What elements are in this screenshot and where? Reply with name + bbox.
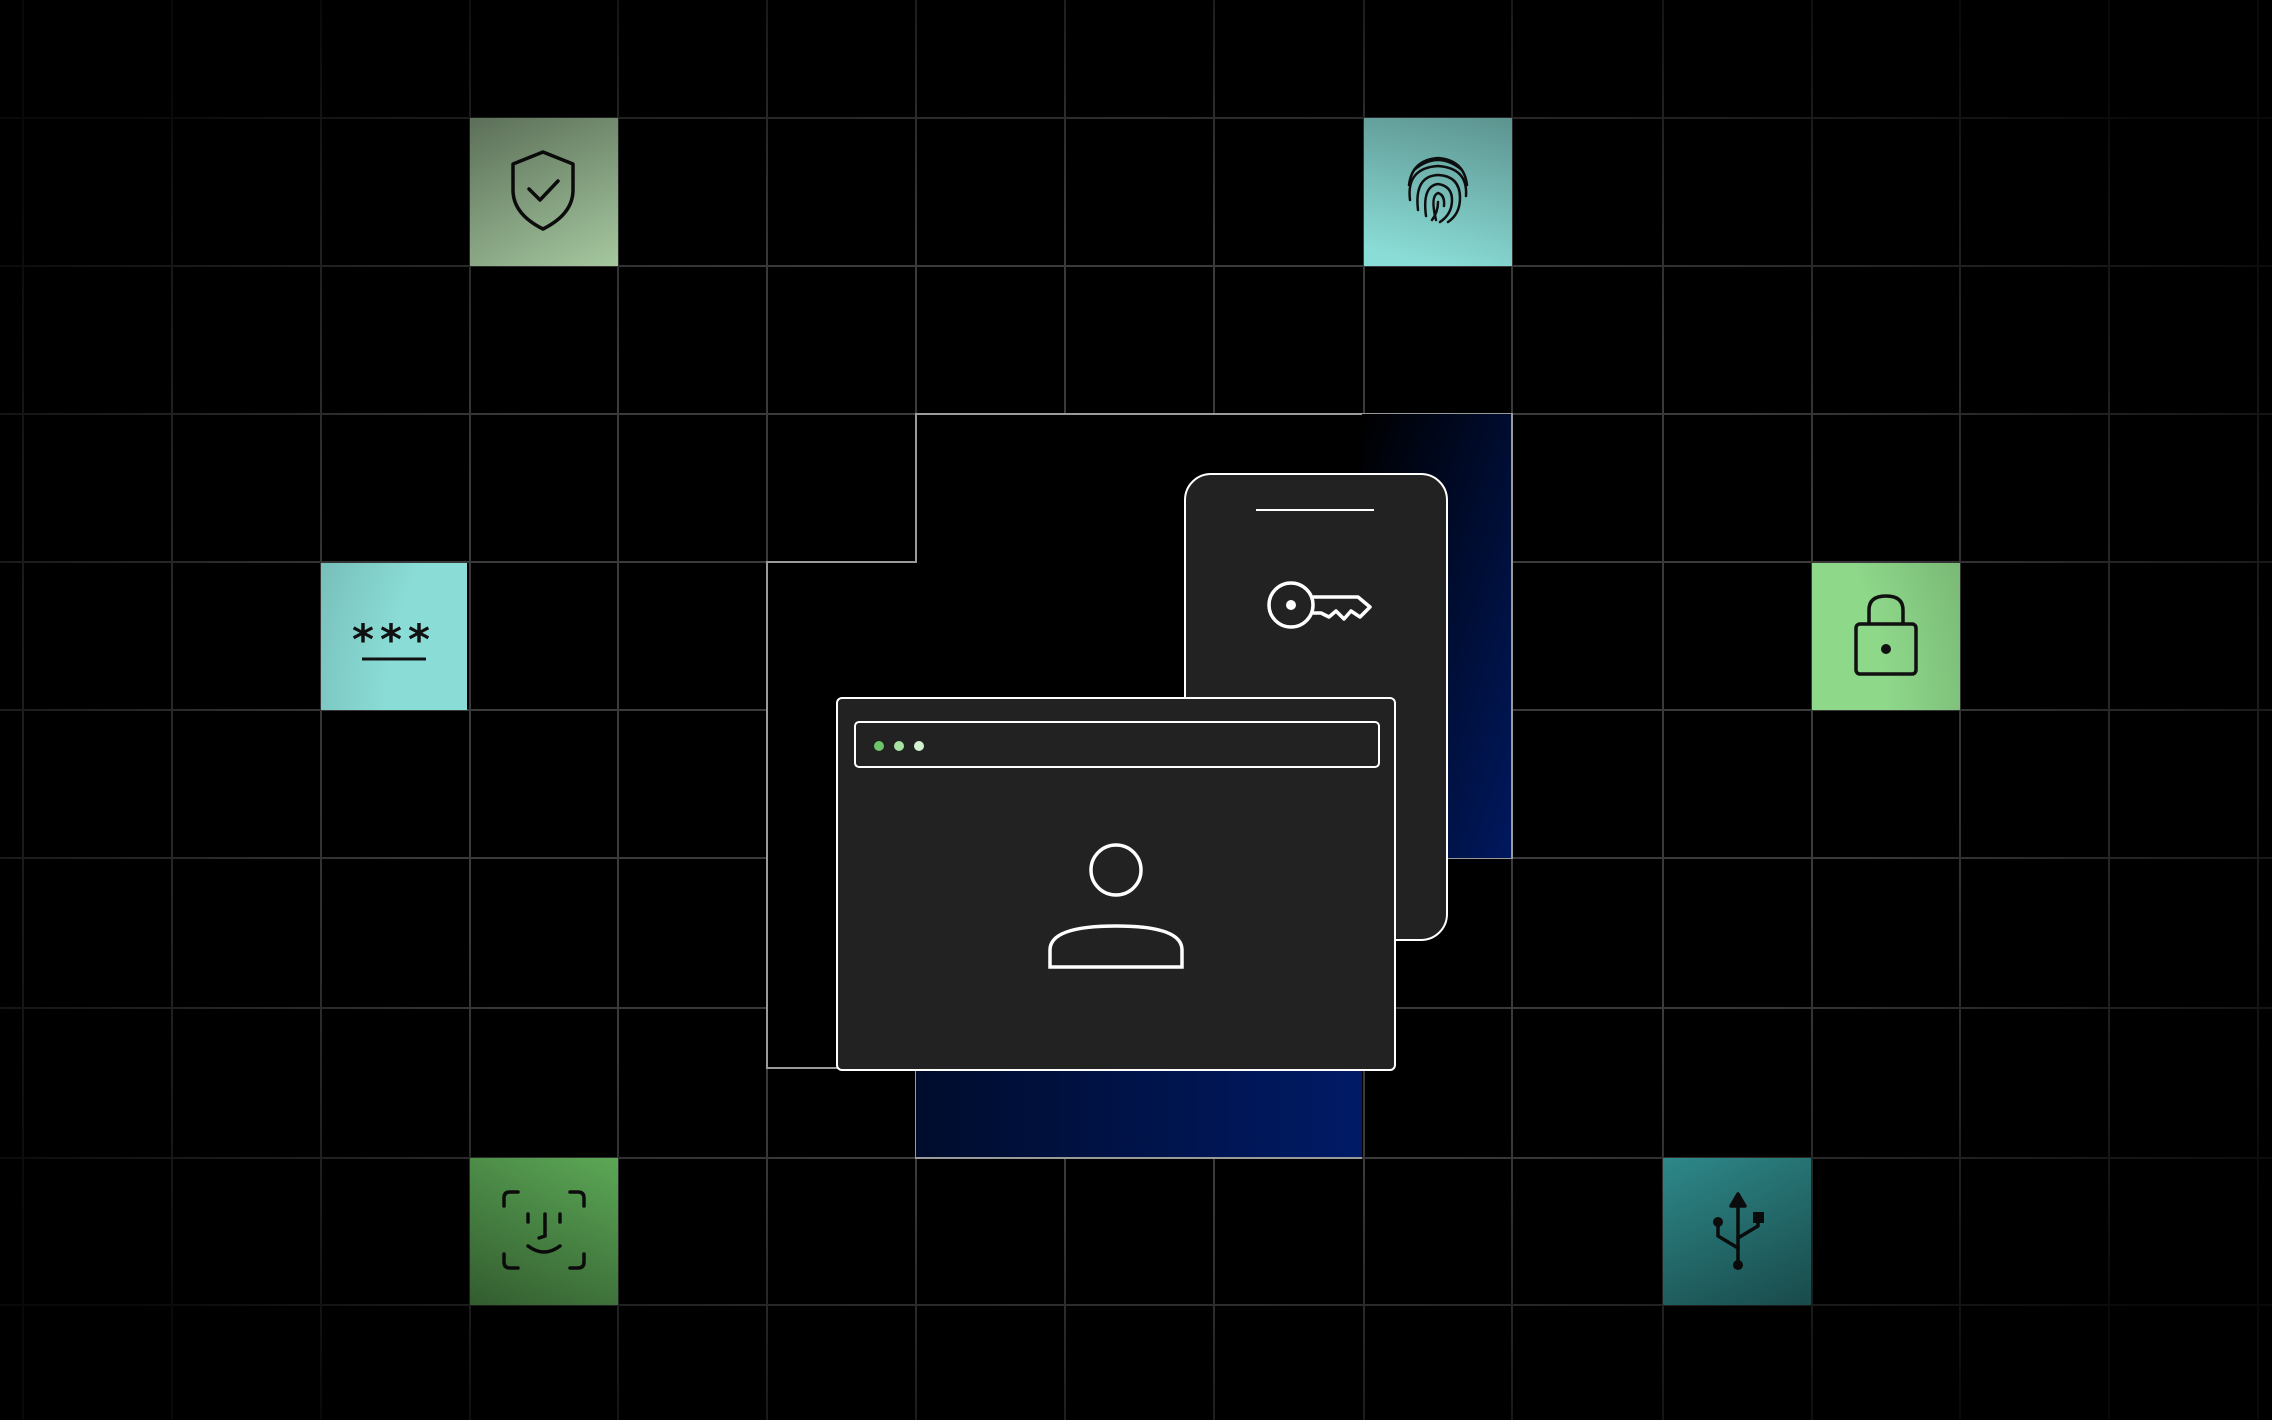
lock-tile xyxy=(1812,563,1960,710)
window-dot-3 xyxy=(914,741,924,751)
fingerprint-tile xyxy=(1364,118,1512,266)
usb-tile xyxy=(1663,1158,1811,1305)
password-tile: *** xyxy=(321,563,467,710)
blue-accent-bottom xyxy=(916,1068,1362,1158)
window-dot-1 xyxy=(874,741,884,751)
password-asterisks: *** xyxy=(352,615,436,664)
window-dot-2 xyxy=(894,741,904,751)
browser-window xyxy=(836,697,1396,1071)
shield-tile xyxy=(470,118,618,266)
face-id-tile xyxy=(470,1158,618,1305)
address-bar xyxy=(854,721,1380,768)
